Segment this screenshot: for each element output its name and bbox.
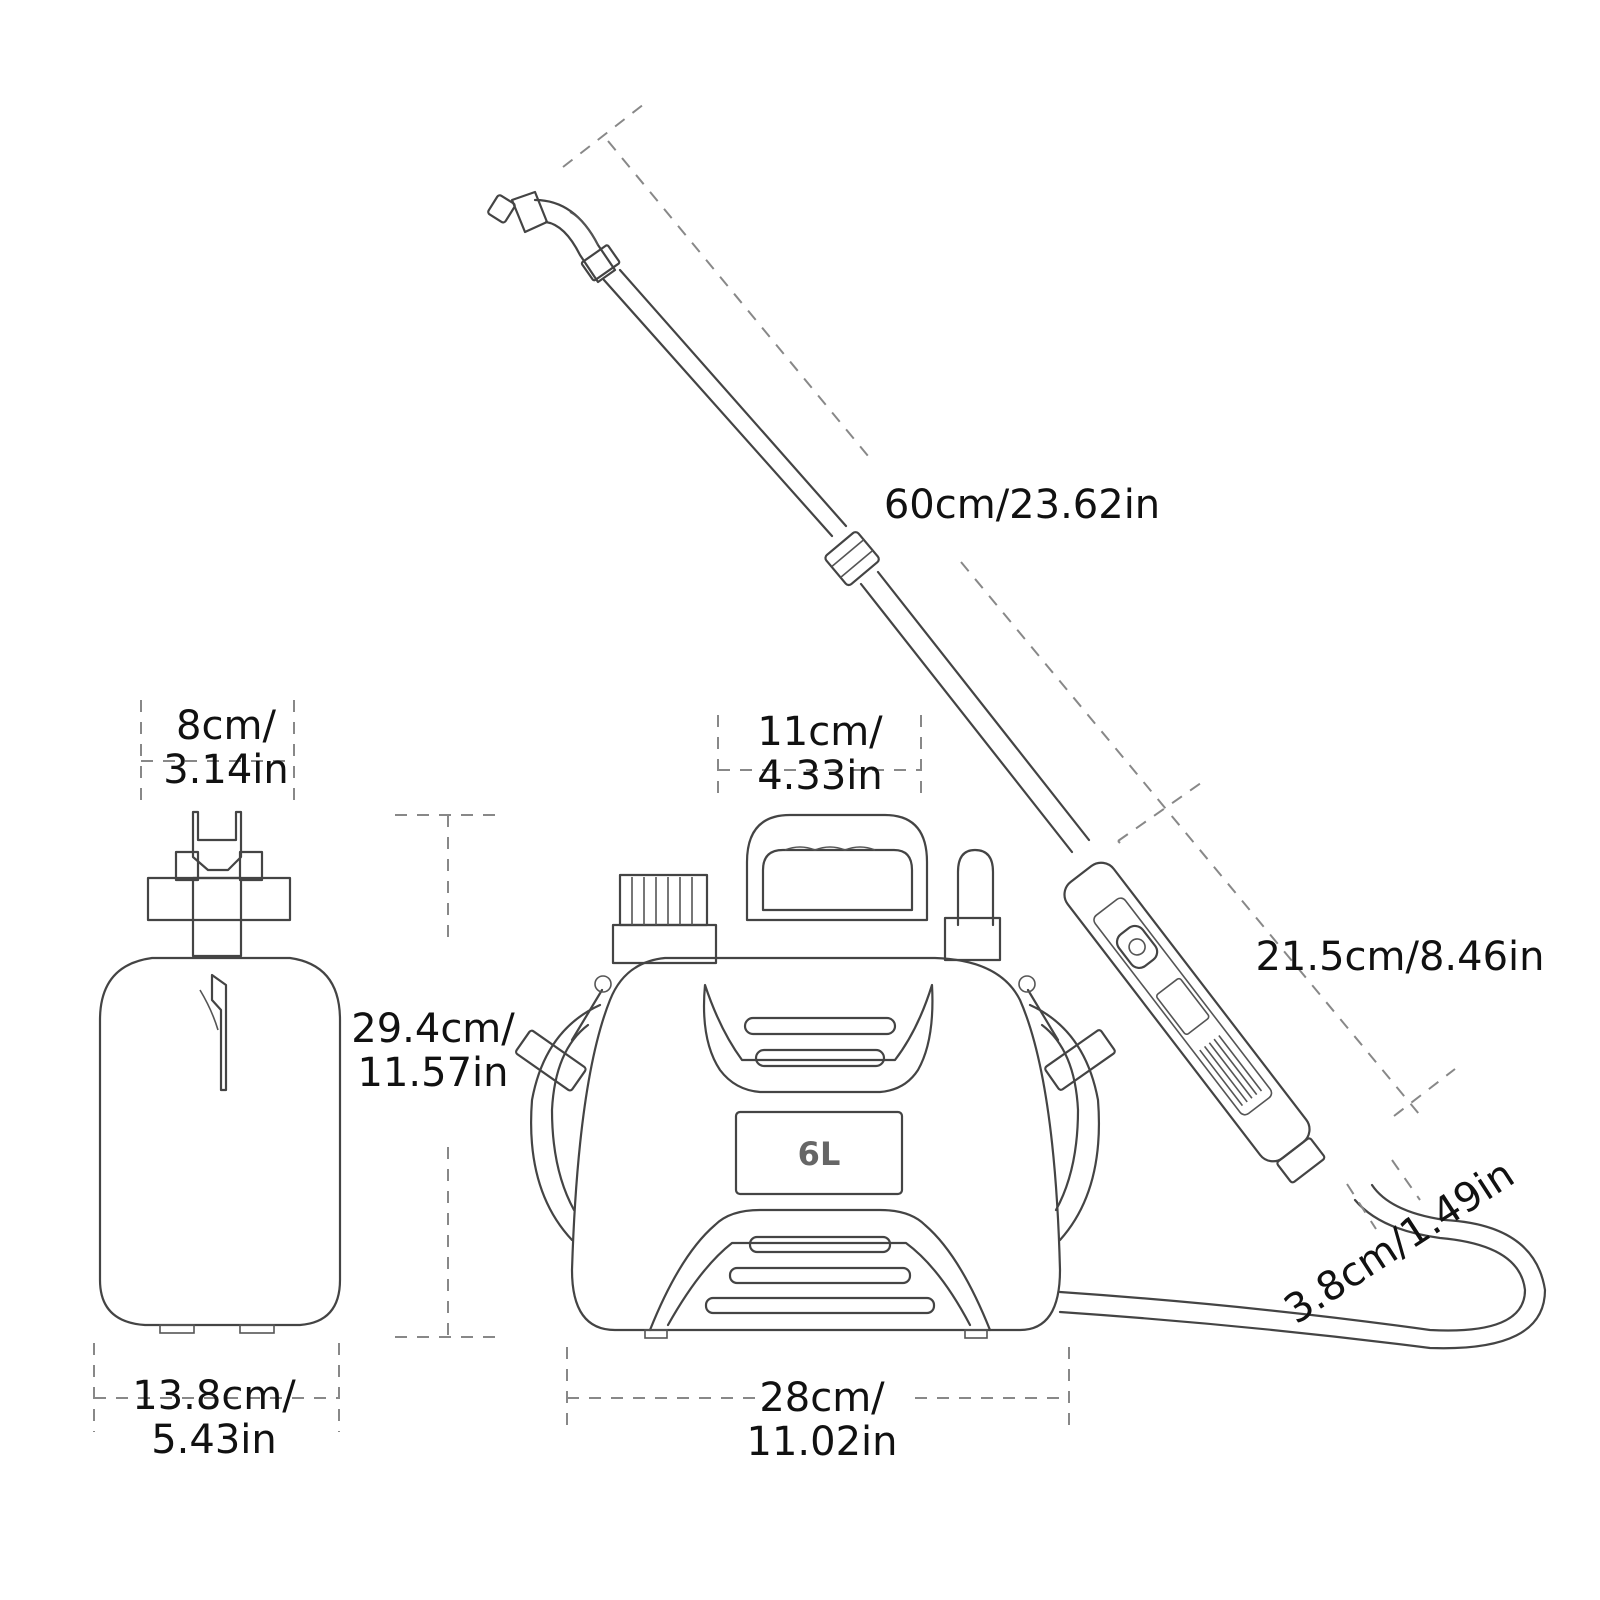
wand-length-label: 60cm/23.62in — [884, 482, 1160, 528]
front-width-label-line2: 11.02in — [747, 1419, 898, 1465]
capacity-label: 6L — [798, 1135, 841, 1173]
side-top-width-label-line1: 8cm/ — [176, 703, 276, 749]
handle-width-label-line1: 11cm/ — [757, 709, 883, 755]
spray-wand — [487, 190, 1326, 1184]
side-view-sprayer — [98, 810, 342, 1334]
side-bottom-width-label-line2: 5.43in — [151, 1417, 277, 1463]
front-width-label-line1: 28cm/ — [759, 1375, 885, 1421]
handle-diameter-label: 3.8cm/1.49in — [1276, 1151, 1522, 1333]
side-bottom-width-label-line1: 13.8cm/ — [132, 1373, 296, 1419]
front-view-dimension-lines — [566, 715, 1070, 1432]
handle-length-label: 21.5cm/8.46in — [1255, 934, 1544, 980]
handle-width-label-line2: 4.33in — [757, 753, 883, 799]
cap-ribs — [631, 877, 693, 925]
side-view-dimension-lines — [93, 700, 340, 1432]
height-label-line2: 11.57in — [358, 1050, 509, 1096]
height-dimension-lines — [395, 814, 500, 1338]
front-view-sprayer: 6L — [515, 813, 1547, 1350]
wand-dimension-lines — [562, 103, 1456, 1230]
side-top-width-label-line2: 3.14in — [163, 747, 289, 793]
height-label-line1: 29.4cm/ — [351, 1006, 515, 1052]
